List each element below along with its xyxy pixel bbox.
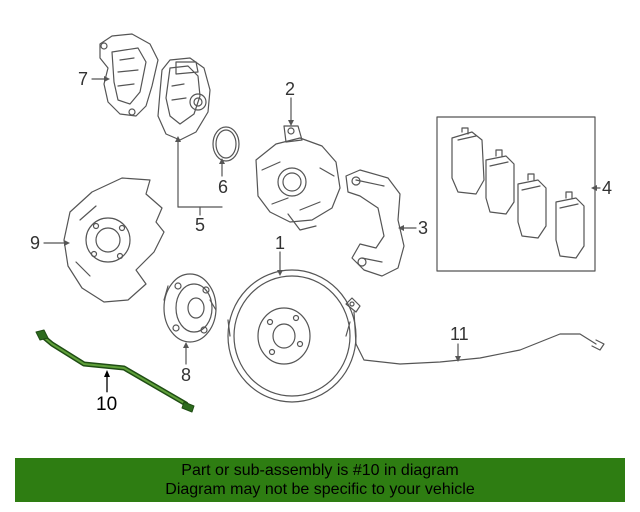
footer-banner: Part or sub-assembly is #10 in diagram D… — [15, 458, 625, 502]
part-1-brake-rotor[interactable] — [227, 269, 357, 403]
callout-2[interactable]: 2 — [285, 79, 296, 99]
part-7-caliper-cover[interactable] — [99, 33, 159, 117]
part-6-seal-ring[interactable] — [212, 126, 240, 162]
part-2-brake-caliper[interactable] — [255, 125, 341, 231]
callout-3[interactable]: 3 — [418, 218, 429, 238]
callout-7[interactable]: 7 — [78, 69, 89, 89]
part-4-brake-pad-set[interactable] — [436, 116, 596, 272]
callout-1[interactable]: 1 — [275, 233, 286, 253]
callout-10[interactable]: 10 — [96, 394, 118, 415]
part-3-caliper-bracket[interactable] — [345, 169, 405, 277]
callout-5[interactable]: 5 — [195, 215, 206, 235]
callout-9[interactable]: 9 — [30, 233, 41, 253]
callout-11[interactable]: 11 — [450, 324, 469, 344]
leader-arrowheads — [64, 76, 597, 362]
part-11-wear-sensor[interactable] — [345, 297, 605, 365]
footer-line-2: Diagram may not be specific to your vehi… — [165, 481, 475, 498]
part-8-wheel-hub[interactable] — [163, 273, 217, 343]
footer-line-1: Part or sub-assembly is #10 in diagram — [181, 462, 459, 479]
part-9-splash-shield[interactable] — [63, 177, 165, 303]
part-10-sensor-cable[interactable] — [35, 329, 195, 413]
part-10-leader-arrow — [104, 370, 110, 377]
part-5-caliper-housing[interactable] — [157, 57, 211, 141]
callout-6[interactable]: 6 — [218, 177, 229, 197]
leader-lines — [43, 78, 601, 393]
callout-4[interactable]: 4 — [602, 178, 613, 198]
callout-8[interactable]: 8 — [181, 365, 192, 385]
